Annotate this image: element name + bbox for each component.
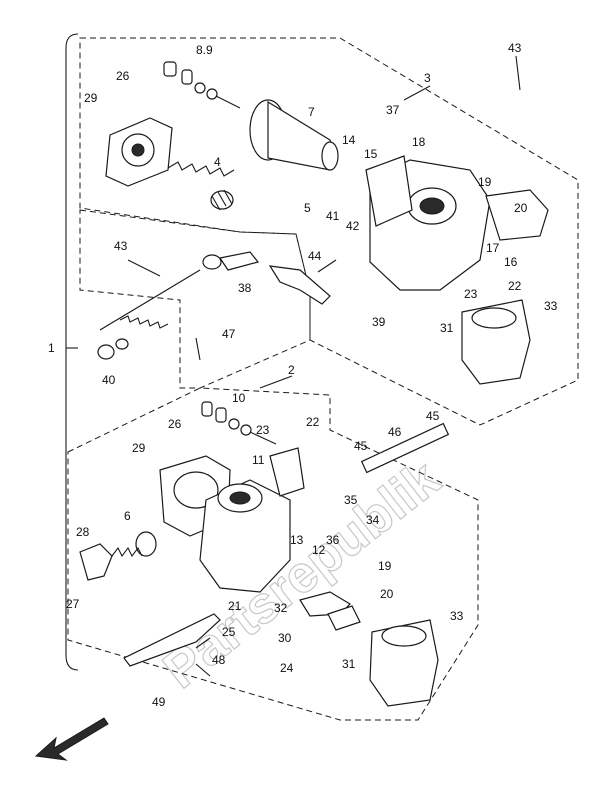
callout-label: 40 xyxy=(102,373,116,387)
callout-label: 29 xyxy=(84,91,98,105)
lower-diaphragm-cover xyxy=(79,531,157,581)
callout-label: 39 xyxy=(372,315,386,329)
callout-label: 14 xyxy=(342,133,356,147)
connecting-rod xyxy=(360,422,450,474)
callout-label: 45 xyxy=(426,409,440,423)
callout-label: 2 xyxy=(288,363,295,377)
callout-label: 21 xyxy=(228,599,242,613)
upper-spring xyxy=(167,161,235,211)
throttle-lever xyxy=(202,251,260,271)
callout-label: 22 xyxy=(508,279,522,293)
callout-label: 45 xyxy=(354,439,368,453)
callout-label: 1 xyxy=(48,341,55,355)
callout-label: 49 xyxy=(152,695,166,709)
callout-label: 26 xyxy=(116,69,130,83)
callout-label: 23 xyxy=(256,423,270,437)
upper-needle-set xyxy=(163,61,241,109)
callout-label: 24 xyxy=(280,661,294,675)
callout-label: 34 xyxy=(366,513,380,527)
callout-label: 19 xyxy=(378,559,392,573)
callout-label: 11 xyxy=(252,453,265,467)
callout-label: 35 xyxy=(344,493,358,507)
shaft-collar xyxy=(97,338,129,360)
lower-fuel-pipe xyxy=(327,605,361,631)
callout-labels: 1 2 3 4 5 6 7 8.9 10 11 12 13 14 15 16 1… xyxy=(48,41,558,709)
callout-label: 3 xyxy=(424,71,431,85)
throttle-shaft xyxy=(99,269,201,331)
callout-label: 33 xyxy=(450,609,464,623)
callout-label: 43 xyxy=(114,239,128,253)
upper-piston xyxy=(249,99,339,171)
callout-label: 22 xyxy=(306,415,320,429)
callout-label: 20 xyxy=(380,587,394,601)
lower-spring xyxy=(111,546,143,558)
callout-label: 13 xyxy=(290,533,304,547)
front-direction-arrow xyxy=(34,717,109,761)
callout-label: 48 xyxy=(212,653,226,667)
callout-label: 25 xyxy=(222,625,236,639)
upper-link-lever xyxy=(268,265,331,305)
callout-label: 20 xyxy=(514,201,528,215)
callout-label: 46 xyxy=(388,425,402,439)
callout-label: 18 xyxy=(412,135,426,149)
callout-label: 15 xyxy=(364,147,378,161)
callout-label: 27 xyxy=(66,597,80,611)
lower-carburetor-body xyxy=(159,455,291,593)
callout-label: 28 xyxy=(76,525,90,539)
callout-label: 36 xyxy=(326,533,340,547)
callout-label: 37 xyxy=(386,103,400,117)
callout-label: 31 xyxy=(342,657,356,671)
callout-label: 23 xyxy=(464,287,478,301)
callout-label: 43 xyxy=(508,41,522,55)
lower-float-bowl xyxy=(369,619,439,707)
callout-label: 41 xyxy=(326,209,340,223)
callout-label: 30 xyxy=(278,631,292,645)
callout-label: 31 xyxy=(440,321,454,335)
callout-label: 12 xyxy=(312,543,326,557)
assembly-bracket xyxy=(65,33,79,671)
callout-label: 33 xyxy=(544,299,558,313)
callout-label: 42 xyxy=(346,219,360,233)
callout-label: 8.9 xyxy=(196,43,213,57)
callout-label: 17 xyxy=(486,241,500,255)
lower-link-plate xyxy=(269,447,305,497)
callout-label: 16 xyxy=(504,255,518,269)
callout-label: 38 xyxy=(238,281,252,295)
lower-lever-arm xyxy=(123,613,221,667)
linkage-spring xyxy=(119,315,169,329)
upper-float-bowl xyxy=(461,299,531,385)
callout-label: 5 xyxy=(304,201,311,215)
callout-label: 29 xyxy=(132,441,146,455)
callout-label: 26 xyxy=(168,417,182,431)
callout-label: 44 xyxy=(308,249,322,263)
callout-label: 32 xyxy=(274,601,288,615)
callout-label: 4 xyxy=(214,155,221,169)
callout-label: 19 xyxy=(478,175,492,189)
lower-assembly-outline xyxy=(67,387,479,721)
callout-label: 47 xyxy=(222,327,236,341)
lower-needle-set xyxy=(201,401,277,445)
callout-label: 10 xyxy=(232,391,246,405)
upper-carburetor-body xyxy=(365,155,549,291)
leader-lines xyxy=(66,55,521,677)
linkage-outline xyxy=(79,209,311,389)
callout-label: 7 xyxy=(308,105,315,119)
callout-label: 6 xyxy=(124,509,131,523)
upper-diaphragm-cover xyxy=(105,117,173,187)
